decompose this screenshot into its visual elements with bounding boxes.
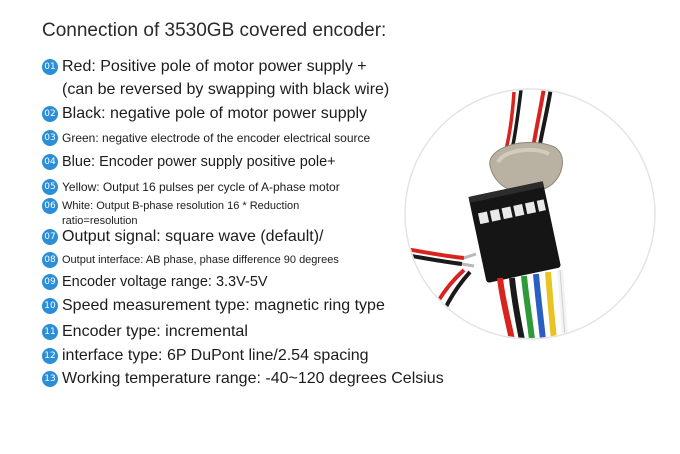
number-badge-blank: [42, 82, 58, 98]
number-badge: 01: [42, 59, 58, 75]
list-item: 12 interface type: 6P DuPont line/2.54 s…: [42, 347, 369, 365]
item-text: Encoder voltage range: 3.3V-5V: [62, 274, 268, 290]
wire-green: [521, 275, 535, 338]
list-item: 09 Encoder voltage range: 3.3V-5V: [42, 274, 268, 290]
number-badge: 09: [42, 274, 58, 290]
pin-slot: [489, 208, 501, 222]
number-badge: 02: [42, 106, 58, 122]
list-item: 04 Blue: Encoder power supply positive p…: [42, 154, 336, 170]
item-text: Blue: Encoder power supply positive pole…: [62, 154, 336, 170]
encoder-wire-photo: [404, 88, 656, 340]
number-badge: 07: [42, 229, 58, 245]
number-badge: 06: [42, 198, 58, 214]
wire-yellow: [545, 271, 557, 338]
item-text: White: Output B-phase resolution 16 * Re…: [62, 200, 300, 212]
glue-highlight: [496, 147, 550, 164]
list-item: (can be reversed by swapping with black …: [42, 81, 389, 99]
wire-black-loose: [406, 252, 463, 266]
list-item: 05 Yellow: Output 16 pulses per cycle of…: [42, 179, 340, 195]
page-title: Connection of 3530GB covered encoder:: [42, 20, 387, 41]
list-item: 02 Black: negative pole of motor power s…: [42, 105, 367, 123]
item-text: Output signal: square wave (default)/: [62, 228, 324, 245]
stripped-end: [461, 262, 475, 268]
list-item: 10 Speed measurement type: magnetic ring…: [42, 297, 385, 315]
number-badge: 12: [42, 348, 58, 364]
item-text: Green: negative electrode of the encoder…: [62, 131, 371, 145]
list-item: 11 Encoder type: incremental: [42, 323, 248, 341]
connector-body: [468, 181, 561, 283]
item-text: Output interface: AB phase, phase differ…: [62, 254, 339, 266]
item-text: Speed measurement type: magnetic ring ty…: [62, 297, 385, 314]
number-badge: 10: [42, 298, 58, 314]
item-text-continued: ratio=resolution: [62, 215, 138, 227]
number-badge: 08: [42, 252, 58, 268]
item-text: interface type: 6P DuPont line/2.54 spac…: [62, 347, 369, 364]
item-text: Encoder type: incremental: [62, 323, 248, 340]
number-badge: 11: [42, 324, 58, 340]
number-badge: 05: [42, 179, 58, 195]
pin-slot: [478, 211, 490, 225]
list-item: 08 Output interface: AB phase, phase dif…: [42, 252, 339, 268]
list-item: 03 Green: negative electrode of the enco…: [42, 130, 370, 146]
list-item: 06 White: Output B-phase resolution 16 *…: [42, 198, 299, 214]
list-item: 01 Red: Positive pole of motor power sup…: [42, 58, 367, 76]
dupont-connector: [468, 181, 561, 283]
pin-slot: [501, 206, 513, 220]
pin-slot: [536, 199, 546, 212]
list-item: 07 Output signal: square wave (default)/: [42, 228, 323, 246]
item-text: Red: Positive pole of motor power supply…: [62, 58, 367, 75]
item-text: (can be reversed by swapping with black …: [62, 81, 390, 98]
number-badge: 03: [42, 130, 58, 146]
wire-blue: [533, 273, 546, 338]
pin-slot: [524, 201, 537, 215]
pin-slot: [513, 203, 525, 217]
item-text: Black: negative pole of motor power supp…: [62, 105, 368, 122]
number-badge: 04: [42, 154, 58, 170]
item-text: Yellow: Output 16 pulses per cycle of A-…: [62, 180, 340, 194]
stripped-end: [463, 252, 477, 260]
wire-black: [509, 277, 525, 338]
number-badge: 13: [42, 371, 58, 387]
item-text: Working temperature range: -40~120 degre…: [62, 370, 444, 387]
list-item: 13 Working temperature range: -40~120 de…: [42, 370, 444, 388]
wire-red: [497, 277, 515, 338]
connector-top-edge: [468, 181, 545, 203]
